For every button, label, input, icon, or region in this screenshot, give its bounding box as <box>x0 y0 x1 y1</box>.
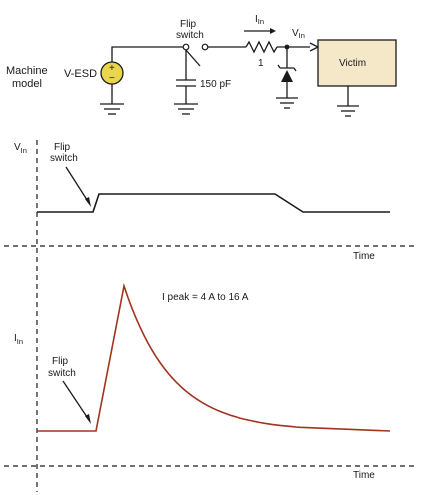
zener-diode-icon <box>277 64 297 82</box>
ground-icon-source <box>100 103 124 115</box>
capacitor-label: 150 pF <box>200 79 231 90</box>
vin-label: VIn <box>292 28 305 40</box>
voltage-x-label: Time <box>353 251 375 262</box>
vin-arrow-icon <box>309 42 320 52</box>
current-x-label: Time <box>353 470 375 481</box>
current-arrow-head-icon <box>270 28 276 34</box>
current-label: IIn <box>255 14 264 26</box>
source-top-wire <box>111 46 183 62</box>
voltage-plot: VIn Flip switch Time <box>4 142 418 262</box>
ground-icon-victim <box>337 105 359 117</box>
current-pointer-arrow-icon <box>85 414 91 424</box>
circuit-schematic: Machine model V-ESD + − Flip switch 150 … <box>6 14 397 117</box>
current-switch-pointer <box>62 380 90 421</box>
voltage-y-label: VIn <box>14 142 27 155</box>
voltage-trace <box>37 193 390 213</box>
current-plot: IIn I peak = 4 A to 16 A Flip switch Tim… <box>4 282 418 481</box>
victim-box <box>317 39 397 87</box>
switch-blade <box>185 49 201 67</box>
voltage-switch-label-1: Flip <box>54 142 71 153</box>
resistor-label: 1 <box>258 58 264 69</box>
source-label: V-ESD <box>64 68 97 80</box>
source-minus: − <box>109 73 115 84</box>
switch-label-1: Flip <box>180 19 197 30</box>
current-switch-label-1: Flip <box>52 356 69 367</box>
machine-model-label-2: model <box>12 78 42 90</box>
current-trace <box>37 282 391 432</box>
resistor-icon <box>245 40 278 54</box>
voltage-pointer-arrow-icon <box>85 197 91 207</box>
switch-contact-left <box>182 43 190 51</box>
switch-label-2: switch <box>176 30 204 41</box>
ground-icon-zener <box>276 97 298 109</box>
peak-label: I peak = 4 A to 16 A <box>162 292 249 303</box>
victim-label: Victim <box>339 58 366 69</box>
ground-icon-capacitor <box>174 103 198 115</box>
current-y-label: IIn <box>14 333 23 346</box>
capacitor-icon <box>176 79 196 87</box>
machine-model-label-1: Machine <box>6 65 48 77</box>
source-plus: + <box>109 63 115 74</box>
voltage-switch-pointer <box>65 166 90 204</box>
current-switch-label-2: switch <box>48 368 76 379</box>
switch-contact-right <box>201 43 209 51</box>
voltage-switch-label-2: switch <box>50 153 78 164</box>
